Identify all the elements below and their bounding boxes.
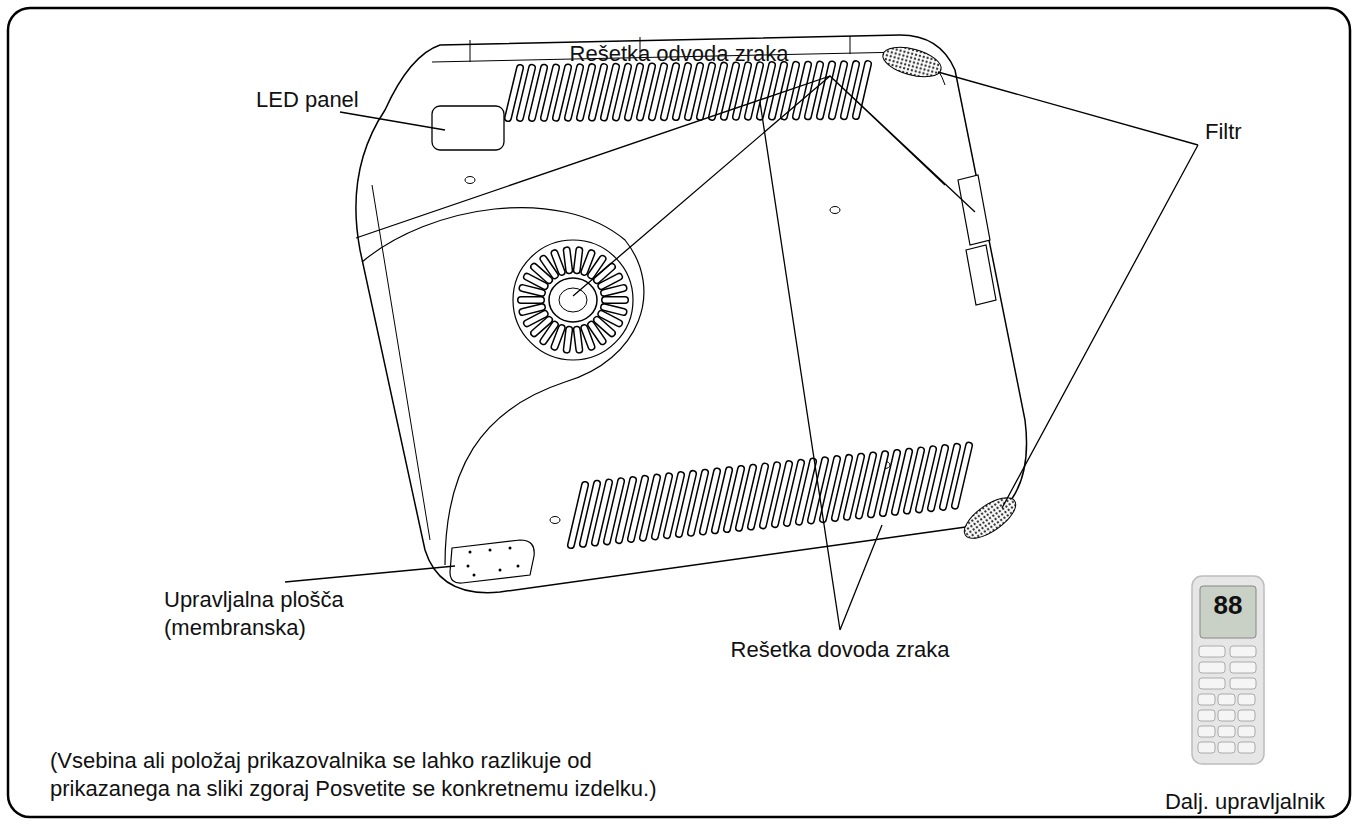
leader-lines bbox=[285, 72, 1198, 630]
led-panel bbox=[432, 106, 504, 150]
part-label: LED panel bbox=[256, 86, 359, 114]
round-outlet bbox=[513, 240, 633, 360]
part-label: Upravljalna plošča (membranska) bbox=[164, 586, 374, 641]
part-label: Rešetka odvoda zraka bbox=[570, 40, 789, 68]
screw-holes bbox=[465, 177, 890, 524]
filter bbox=[958, 490, 1022, 546]
frame bbox=[8, 8, 1350, 817]
unit-edge bbox=[372, 185, 430, 540]
control-buttons bbox=[467, 547, 520, 577]
panel-curve bbox=[362, 208, 644, 565]
unit-body bbox=[356, 35, 1027, 593]
part-label: Rešetka dovoda zraka bbox=[731, 636, 950, 664]
part-label: Dalj. upravljalnik bbox=[1165, 788, 1325, 816]
part-label: Filtr bbox=[1205, 118, 1242, 146]
note-text: (Vsebina ali položaj prikazovalnika se l… bbox=[50, 747, 690, 802]
control-panel bbox=[450, 540, 534, 583]
display-digits: 88 bbox=[1214, 592, 1243, 618]
filter bbox=[880, 42, 945, 83]
remote-control bbox=[1192, 576, 1264, 764]
side-slots bbox=[958, 175, 996, 305]
inlet-vents bbox=[571, 446, 969, 545]
outlet-vents bbox=[508, 64, 868, 118]
